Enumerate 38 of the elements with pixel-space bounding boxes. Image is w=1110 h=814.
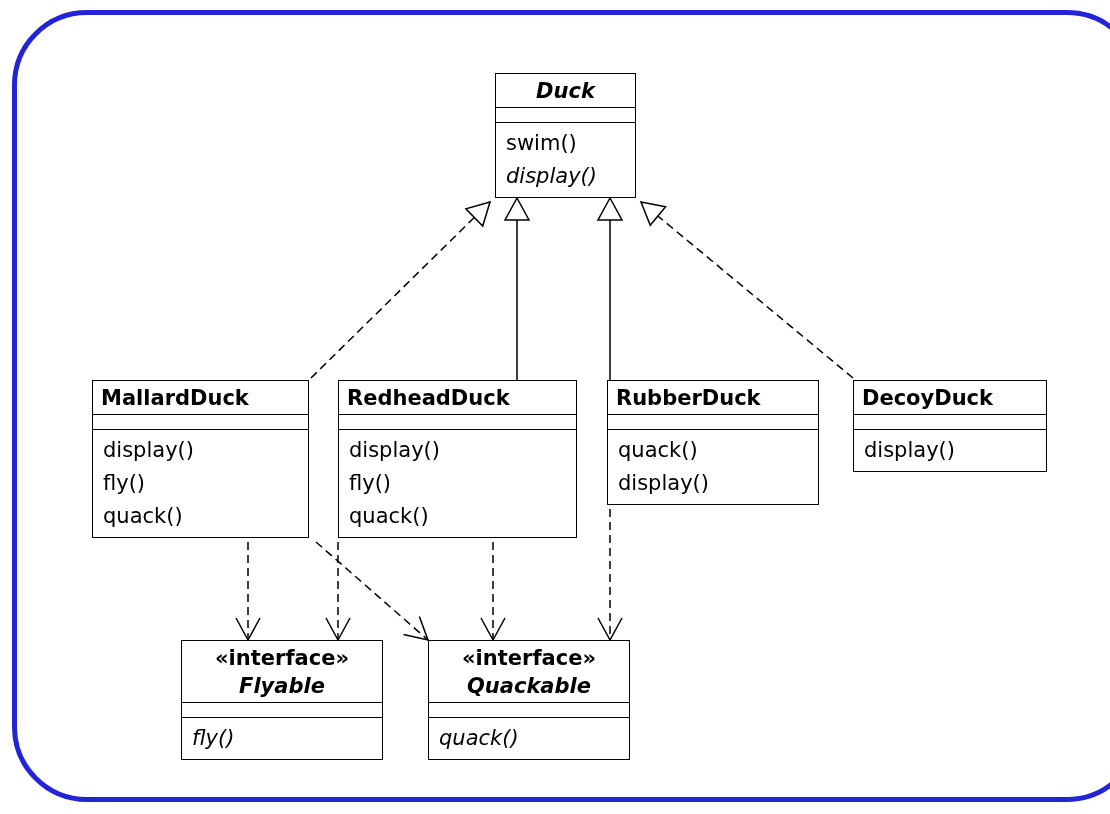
dependency-arrow xyxy=(480,541,506,641)
class-name: Quackable xyxy=(466,673,592,700)
stereotype-label: «interface» xyxy=(214,645,350,672)
method-name: swim() xyxy=(506,130,578,157)
method-name: display() xyxy=(103,437,195,464)
class-box xyxy=(338,380,577,538)
method-name: quack() xyxy=(618,437,699,464)
dependency-arrow xyxy=(235,541,261,641)
class-name: DecoyDuck xyxy=(862,385,995,412)
class-name: Flyable xyxy=(238,673,326,700)
class-box xyxy=(607,380,819,505)
inheritance-arrow xyxy=(597,197,623,381)
method-name: fly() xyxy=(103,470,147,497)
stereotype-label: «interface» xyxy=(461,645,597,672)
class-name: MallardDuck xyxy=(101,385,250,412)
method-name: fly() xyxy=(349,470,393,497)
method-name: display() xyxy=(864,437,956,464)
method-name: quack() xyxy=(439,725,520,752)
class-box xyxy=(92,380,309,538)
class-box xyxy=(853,380,1047,472)
dependency-arrow xyxy=(597,508,623,641)
dependency-arrow xyxy=(315,541,429,641)
class-box xyxy=(428,640,630,760)
method-name: display() xyxy=(506,163,598,190)
class-box xyxy=(181,640,383,760)
class-name: RubberDuck xyxy=(616,385,762,412)
inheritance-arrow xyxy=(640,201,854,379)
inheritance-arrow xyxy=(310,201,491,379)
class-name: RedheadDuck xyxy=(347,385,511,412)
method-name: display() xyxy=(349,437,441,464)
inheritance-arrow xyxy=(504,197,530,381)
method-name: fly() xyxy=(192,725,236,752)
dependency-arrow xyxy=(325,541,351,641)
method-name: quack() xyxy=(103,503,184,530)
method-name: display() xyxy=(618,470,710,497)
method-name: quack() xyxy=(349,503,430,530)
class-name: Duck xyxy=(535,78,597,105)
class-box xyxy=(495,73,636,198)
